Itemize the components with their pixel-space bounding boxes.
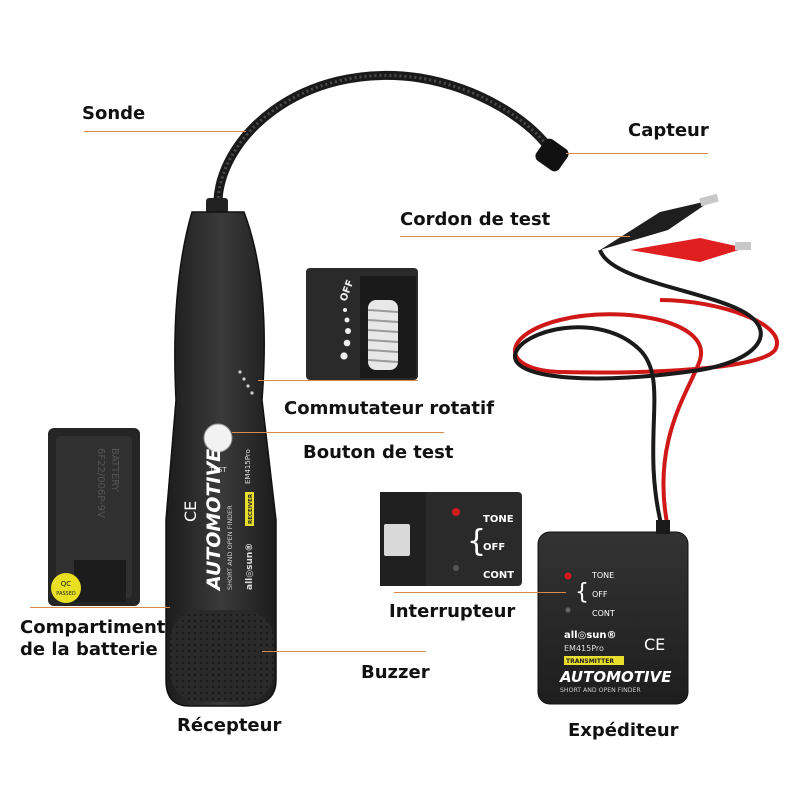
label-receiver: Récepteur <box>177 715 282 736</box>
label-sender: Expéditeur <box>568 720 679 741</box>
leader-sensor <box>566 153 708 154</box>
leader-probe <box>84 131 246 132</box>
receiver-test-text: TEST <box>208 466 227 474</box>
battery-compartment: BATTERY 6F22/006P-9V QC PASSED <box>48 428 140 606</box>
receiver-device: TEST AUTOMOTIVE SHORT AND OPEN FINDER al… <box>165 211 277 707</box>
tx-brand: all◎sun® <box>564 630 617 641</box>
black-clip <box>600 193 719 250</box>
tx-off: OFF <box>592 590 608 599</box>
inset-cont: CONT <box>483 570 514 581</box>
label-sensor: Capteur <box>628 120 709 141</box>
receiver-model: EM415Pro <box>244 449 252 484</box>
battery-print-1: BATTERY <box>109 448 120 493</box>
receiver-tag: RECEIVER <box>248 493 254 524</box>
leader-switch <box>394 592 566 593</box>
test-button-knob <box>203 423 233 453</box>
tx-tag: TRANSMITTER <box>566 658 614 665</box>
inset-tone: TONE <box>483 514 514 525</box>
leader-buzzer <box>262 651 426 652</box>
qc-text-1: QC <box>61 580 72 588</box>
svg-text:{: { <box>575 580 589 605</box>
tx-cont: CONT <box>592 609 615 618</box>
tx-model: EM415Pro <box>564 644 604 653</box>
inset-off: OFF <box>483 542 505 553</box>
leader-test-button <box>232 432 444 433</box>
leader-rotary <box>258 380 418 381</box>
leader-battery <box>30 607 170 608</box>
label-test-button: Bouton de test <box>303 442 454 463</box>
label-battery-line1: Compartiment <box>20 617 166 638</box>
label-battery-compartment: Compartiment de la batterie <box>20 617 165 661</box>
label-battery-line2: de la batterie <box>20 639 158 660</box>
label-buzzer: Buzzer <box>361 662 430 683</box>
receiver-print: AUTOMOTIVE SHORT AND OPEN FINDER all◎sun… <box>181 449 255 592</box>
tx-title: AUTOMOTIVE <box>559 668 672 686</box>
rotary-switch-inset: OFF <box>306 268 418 380</box>
receiver-dots <box>238 370 254 395</box>
label-probe: Sonde <box>82 103 146 124</box>
qc-text-2: PASSED <box>56 591 76 597</box>
battery-print-2: 6F22/006P-9V <box>95 448 106 518</box>
label-rotary-switch: Commutateur rotatif <box>284 398 495 419</box>
receiver-brand: all◎sun® <box>245 543 255 590</box>
label-switch: Interrupteur <box>389 601 516 622</box>
red-clip <box>630 238 751 262</box>
receiver-title: AUTOMOTIVE <box>203 449 225 592</box>
tx-ce: CE <box>644 635 665 654</box>
sensor-tip <box>535 138 569 172</box>
receiver-ce: CE <box>181 501 200 522</box>
buzzer-grille <box>170 610 274 702</box>
receiver-subtitle: SHORT AND OPEN FINDER <box>226 505 234 590</box>
leader-test-lead <box>400 236 630 237</box>
mode-switch-inset: { TONE OFF CONT <box>380 492 522 586</box>
tx-subtitle: SHORT AND OPEN FINDER <box>560 687 641 694</box>
tx-tone: TONE <box>591 571 614 580</box>
transmitter-device: { TONE OFF CONT all◎sun® EM415Pro TRANSM… <box>537 520 689 705</box>
test-lead <box>513 193 779 529</box>
probe <box>206 70 557 214</box>
svg-text:{: { <box>467 524 486 559</box>
label-test-lead: Cordon de test <box>400 209 551 230</box>
probe-collar <box>206 198 228 214</box>
